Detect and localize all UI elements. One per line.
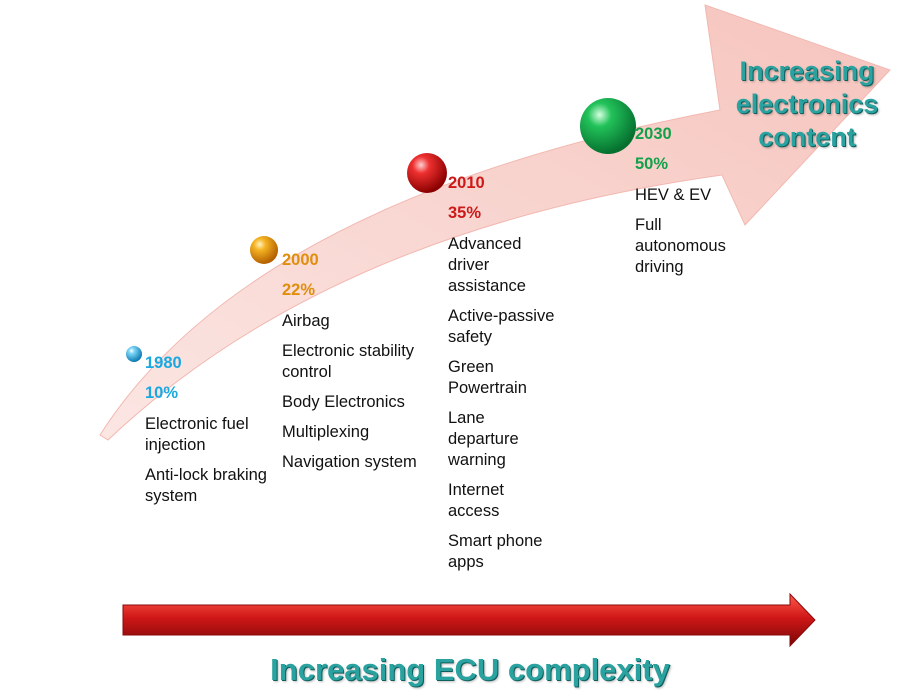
feature-list: Electronic fuel injection Anti-lock brak…: [145, 414, 270, 507]
milestone-2000: 2000 22% Airbag Electronic stability con…: [282, 250, 430, 473]
sphere-2000: [250, 236, 278, 264]
milestone-2010: 2010 35% Advanced driver assistance Acti…: [448, 173, 596, 573]
ecu-complexity-arrow: [122, 592, 816, 648]
feature-item: Lane departure warning: [448, 409, 519, 469]
feature-list: HEV & EV Full autonomous driving: [635, 185, 760, 278]
feature-item: Advanced driver assistance: [448, 235, 526, 295]
sphere-2010: [407, 153, 447, 193]
headline-ecu-complexity: Increasing ECU complexity: [270, 652, 670, 687]
milestone-year: 1980: [145, 354, 182, 372]
feature-item: Multiplexing: [282, 423, 370, 441]
feature-item: Green Powertrain: [448, 358, 527, 397]
feature-item: Active-passive safety: [448, 307, 555, 346]
feature-item: Electronic stability control: [282, 342, 415, 381]
feature-list: Advanced driver assistance Active-passiv…: [448, 234, 596, 573]
milestone-percent: 10%: [145, 384, 179, 402]
curved-growth-arrow: [99, 4, 891, 441]
milestone-year: 2030: [635, 125, 672, 143]
headline-electronics-content: Increasing electronics content: [735, 56, 879, 152]
milestone-1980: 1980 10% Electronic fuel injection Anti-…: [145, 353, 270, 507]
sphere-1980: [126, 346, 142, 362]
feature-item: Internet access: [448, 481, 504, 520]
feature-item: Navigation system: [282, 453, 417, 471]
feature-item: Body Electronics: [282, 393, 405, 411]
feature-item: HEV & EV: [635, 186, 712, 204]
feature-list: Airbag Electronic stability control Body…: [282, 311, 430, 473]
milestone-2030: 2030 50% HEV & EV Full autonomous drivin…: [635, 124, 760, 278]
sphere-2030: [580, 98, 636, 154]
feature-item: Electronic fuel injection: [145, 415, 249, 454]
milestone-year: 2010: [448, 174, 485, 192]
milestone-year: 2000: [282, 251, 319, 269]
feature-item: Smart phone apps: [448, 532, 543, 571]
milestone-percent: 35%: [448, 204, 482, 222]
feature-item: Airbag: [282, 312, 330, 330]
feature-item: Full autonomous driving: [635, 216, 726, 276]
milestone-percent: 22%: [282, 281, 316, 299]
milestone-percent: 50%: [635, 155, 669, 173]
feature-item: Anti-lock braking system: [145, 466, 267, 505]
